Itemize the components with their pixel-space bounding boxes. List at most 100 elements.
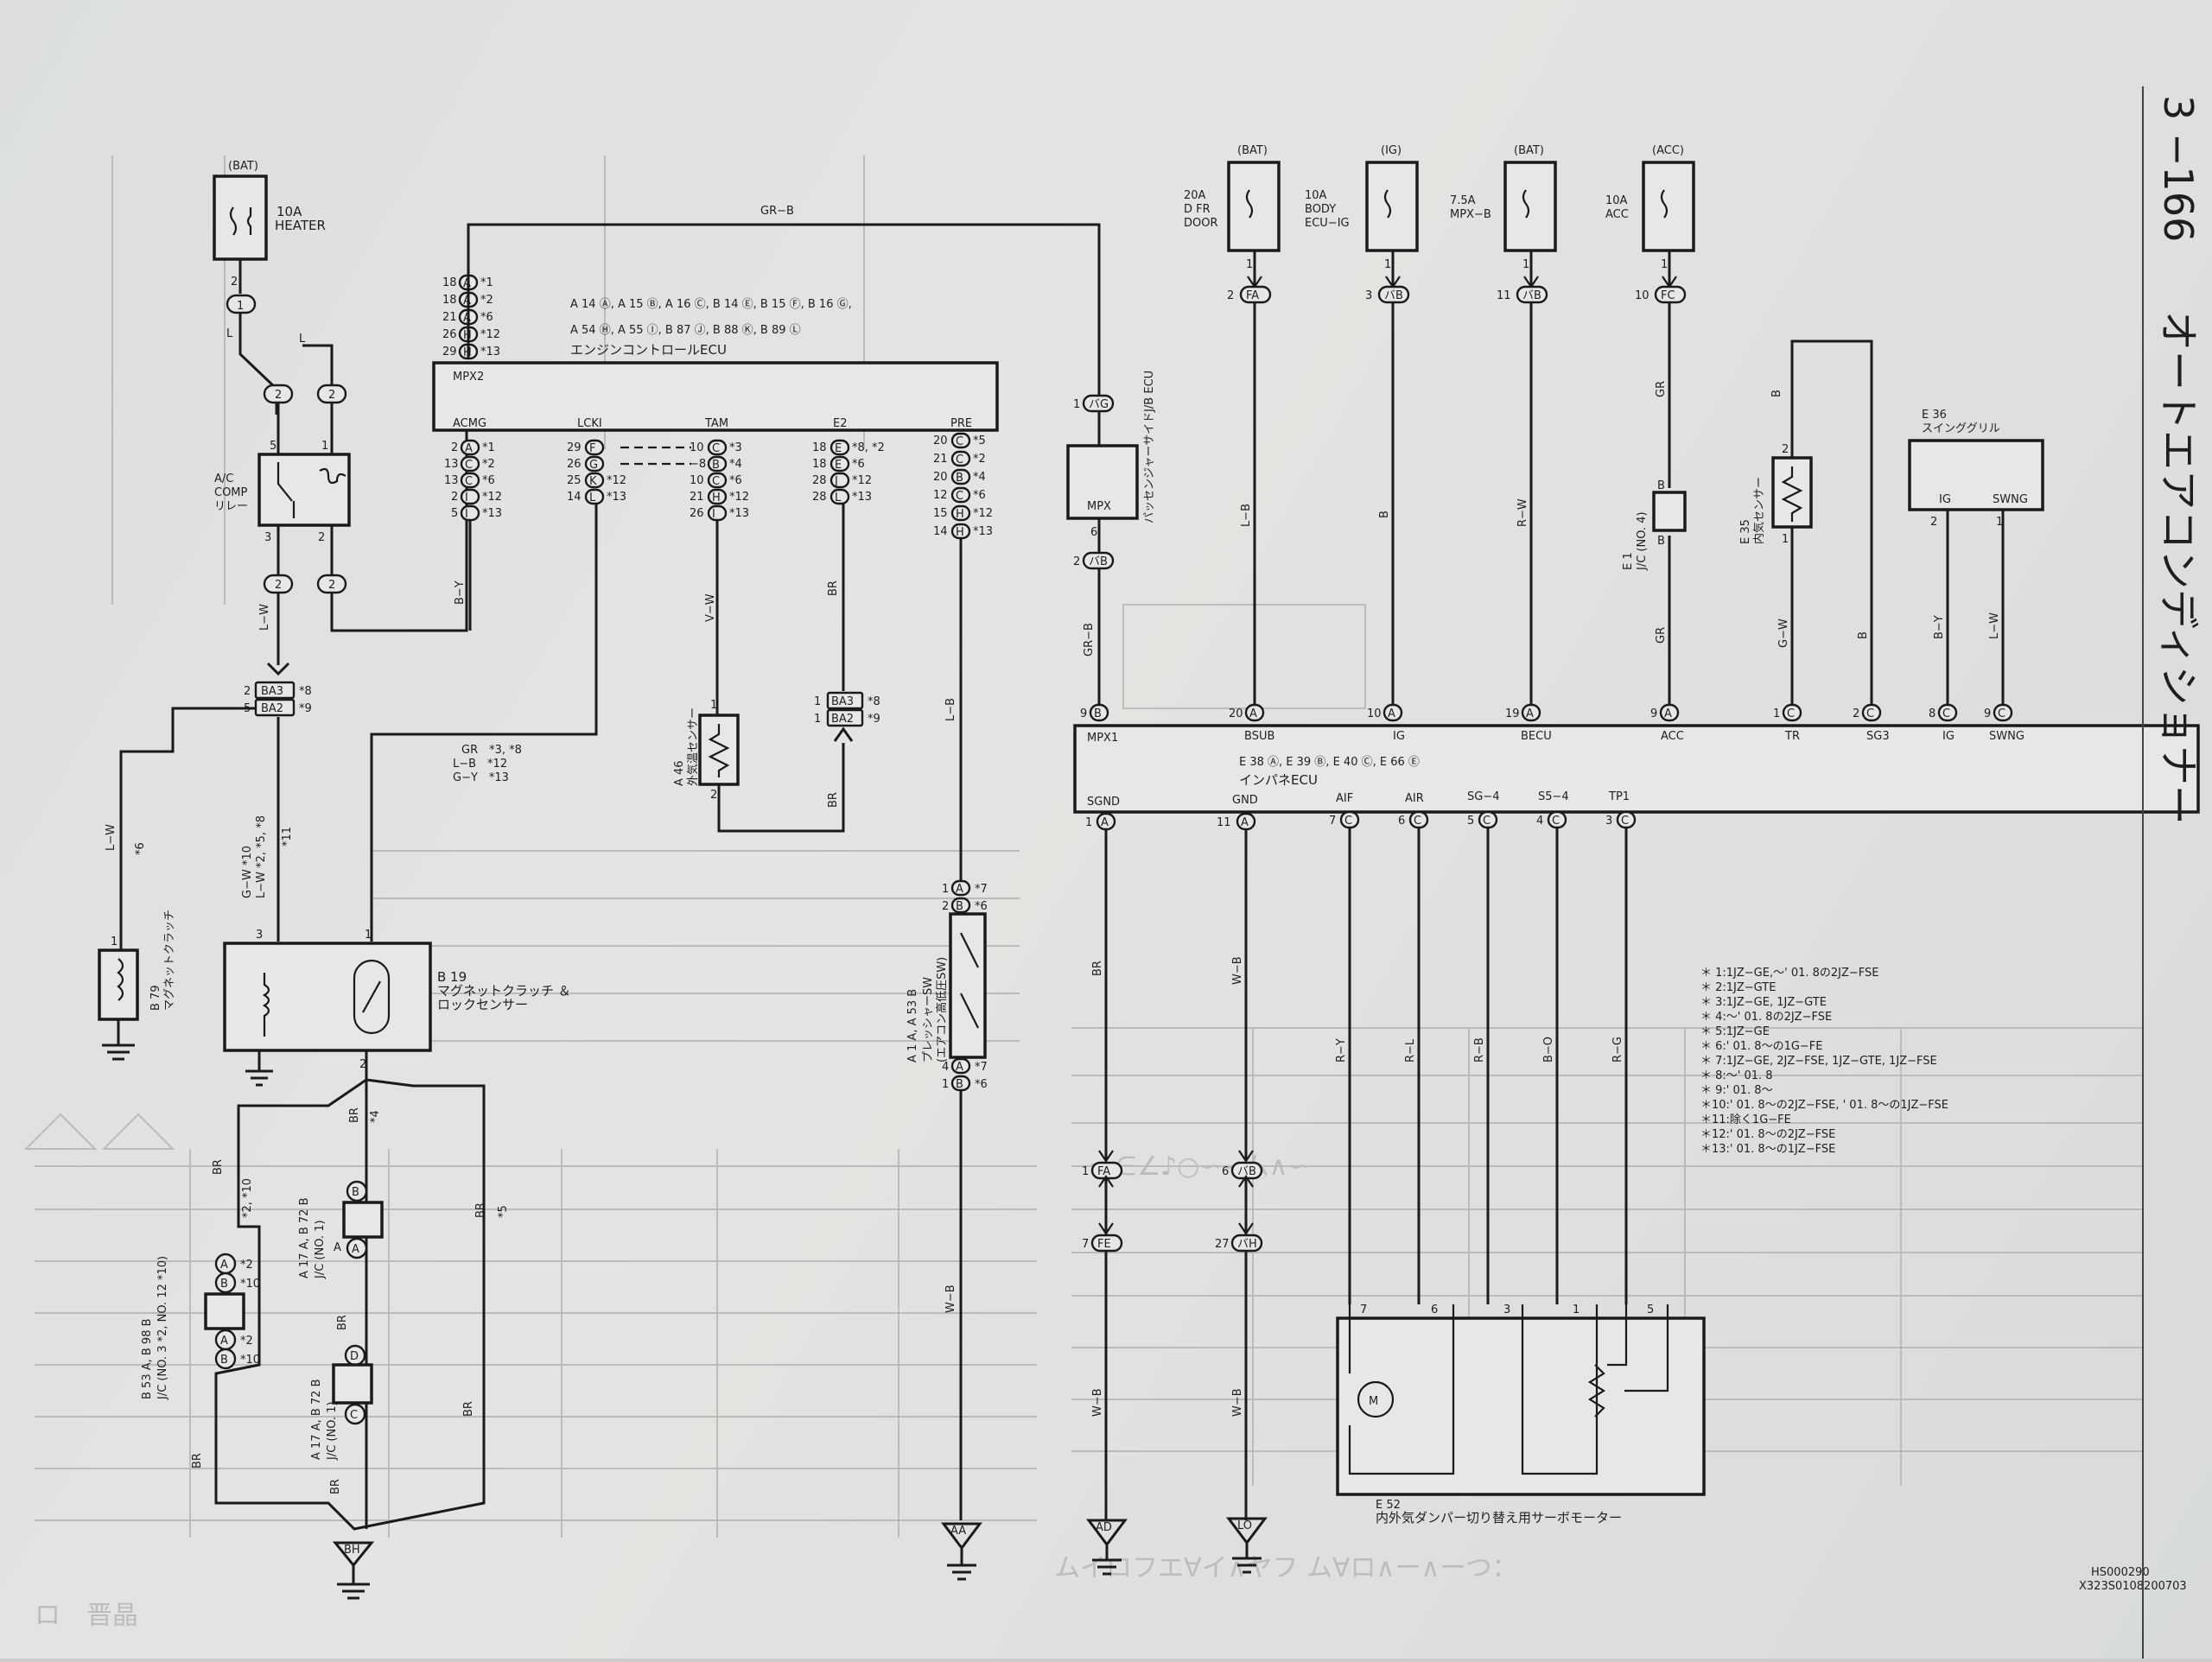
svg-text:BR: BR <box>827 792 840 808</box>
svg-text:7: 7 <box>1082 1238 1089 1251</box>
svg-text:B: B <box>1378 511 1391 518</box>
bconn-ba3: BA3 <box>261 685 283 698</box>
page-section-title: オートエアコンディショナー <box>2155 311 2202 825</box>
svg-text:*4: *4 <box>369 1110 382 1123</box>
svg-text:＊10:' 01. 8〜の2JZ−FSE, ' 01. 8〜: ＊10:' 01. 8〜の2JZ−FSE, ' 01. 8〜の1JZ−FSE <box>1700 1099 1948 1112</box>
ecu-pin-pre: PRE <box>950 417 972 430</box>
svg-text:*8: *8 <box>868 695 880 708</box>
svg-text:M: M <box>1369 1395 1378 1408</box>
svg-text:6: 6 <box>1222 1165 1229 1178</box>
ipecu-pin-tr: TR <box>1784 730 1800 743</box>
svg-text:R−Y: R−Y <box>1335 1038 1348 1063</box>
svg-text:B: B <box>956 472 963 485</box>
svg-text:*6: *6 <box>852 458 865 471</box>
b19-name-2: ロックセンサー <box>437 997 528 1012</box>
svg-text:＊ 4:〜' 01. 8の2JZ−FSE: ＊ 4:〜' 01. 8の2JZ−FSE <box>1700 1011 1832 1024</box>
svg-text:*2: *2 <box>240 1259 253 1272</box>
svg-text:バB: バB <box>1522 289 1541 302</box>
svg-text:A: A <box>1101 816 1109 829</box>
svg-text:バG: バG <box>1089 398 1109 411</box>
ghost-bleed-through: ー∈∠♪○∽∽ム∧∽ ムイロフエ∀イ∧ヤフ ム∀ロ∧ー∧ーつ： ロ 晋晶 <box>23 155 2143 1631</box>
svg-text:C: C <box>1866 707 1874 720</box>
ipecu-connectors: E 38 Ⓐ, E 39 Ⓑ, E 40 Ⓒ, E 66 Ⓔ <box>1239 756 1420 769</box>
svg-text:I: I <box>712 508 715 521</box>
svg-text:29: 29 <box>567 441 582 454</box>
svg-text:*6: *6 <box>480 311 493 324</box>
ecu-pin-lcki: LCKI <box>577 417 602 430</box>
svg-text:*2: *2 <box>240 1335 253 1348</box>
jc1-bot-code: A 17 A, B 72 B <box>310 1379 323 1460</box>
svg-text:W−B: W−B <box>944 1285 957 1313</box>
svg-text:10A: 10A <box>1305 189 1327 202</box>
svg-text:B: B <box>1770 390 1783 397</box>
svg-text:1: 1 <box>814 695 821 708</box>
svg-text:*1: *1 <box>482 441 495 454</box>
ecu-pin-acmg: ACMG <box>453 417 486 430</box>
svg-text:FA: FA <box>1097 1165 1110 1178</box>
svg-text:6: 6 <box>1090 526 1097 539</box>
svg-text:*6: *6 <box>975 900 988 913</box>
engine-ecu-connectors-2: A 54 Ⓗ, A 55 Ⓘ, B 87 Ⓙ, B 88 Ⓚ, B 89 Ⓛ <box>570 324 801 337</box>
svg-text:2: 2 <box>1782 443 1789 456</box>
gr-label-2: G−Y *13 <box>453 771 509 784</box>
svg-text:*12: *12 <box>607 474 626 487</box>
svg-text:DOOR: DOOR <box>1184 217 1218 230</box>
svg-text:R−B: R−B <box>1473 1037 1486 1063</box>
svg-text:3: 3 <box>256 929 263 942</box>
svg-text:L−B: L−B <box>944 698 957 721</box>
svg-text:GR: GR <box>1655 627 1668 644</box>
svg-text:*2: *2 <box>973 453 986 466</box>
relay-label-3: リレー <box>214 500 248 513</box>
jc4-name: J/C (NO. 4) <box>1636 511 1649 571</box>
svg-text:1: 1 <box>814 713 821 726</box>
svg-text:1: 1 <box>1782 533 1789 546</box>
svg-text:＊12:' 01. 8〜の2JZ−FSE: ＊12:' 01. 8〜の2JZ−FSE <box>1700 1128 1835 1141</box>
wire-gr-b-top: GR−B <box>760 205 794 218</box>
svg-text:R−L: R−L <box>1404 1038 1417 1063</box>
engine-notes: ＊ 1:1JZ−GE,〜' 01. 8の2JZ−FSE ＊ 2:1JZ−GTE … <box>1700 967 1948 1156</box>
svg-text:A: A <box>220 1335 228 1348</box>
ipecu-pin-sgnd: SGND <box>1087 796 1120 809</box>
ipecu-pin-acc: ACC <box>1661 730 1684 743</box>
svg-text:*7: *7 <box>975 1061 988 1074</box>
svg-text:FE: FE <box>1097 1238 1111 1251</box>
svg-text:C: C <box>1344 815 1352 828</box>
relay-label-2: COMP <box>214 486 248 499</box>
svg-text:1: 1 <box>1073 398 1080 411</box>
svg-text:＊ 5:1JZ−GE: ＊ 5:1JZ−GE <box>1700 1025 1770 1038</box>
svg-text:F: F <box>589 442 595 455</box>
svg-text:B: B <box>220 1278 228 1291</box>
svg-text:18: 18 <box>812 458 827 471</box>
svg-text:J: J <box>834 475 838 488</box>
svg-text:*5: *5 <box>497 1205 510 1218</box>
passenger-jb-ecu <box>1066 444 1139 520</box>
svg-text:*5: *5 <box>973 435 986 447</box>
ipecu-pin-gnd: GND <box>1232 794 1258 807</box>
svg-text:*2: *2 <box>482 458 495 471</box>
svg-text:*13: *13 <box>480 346 500 358</box>
svg-text:*7: *7 <box>975 883 988 896</box>
svg-text:4: 4 <box>1536 815 1543 828</box>
jc1-top-name: J/C (NO. 1) <box>314 1220 327 1279</box>
pressure-switch-pins: A1*7 B2*6 A4*7 B1*6 <box>942 879 988 1092</box>
wire-lw: L−W *2, *5, *8 <box>255 815 268 898</box>
svg-text:3: 3 <box>1365 289 1372 302</box>
svg-text:21: 21 <box>690 491 704 504</box>
svg-text:19: 19 <box>1505 707 1520 720</box>
svg-text:B: B <box>712 459 720 472</box>
svg-text:＊ 2:1JZ−GTE: ＊ 2:1JZ−GTE <box>1700 981 1776 994</box>
svg-text:C: C <box>712 442 720 455</box>
svg-text:E: E <box>835 442 842 455</box>
svg-text:C: C <box>1483 815 1491 828</box>
svg-text:B: B <box>1857 631 1870 639</box>
a53-name-1: プレッシャーSW <box>922 977 935 1063</box>
page-number: 3 −166 <box>2155 95 2202 242</box>
svg-text:1: 1 <box>1522 258 1529 271</box>
engine-ecu <box>432 361 999 432</box>
svg-text:A: A <box>956 883 963 896</box>
svg-text:2: 2 <box>1227 289 1234 302</box>
swing-grill-e36 <box>1908 439 2044 511</box>
a53-name-2: (エアコン高低圧SW) <box>935 957 949 1063</box>
svg-text:GR: GR <box>1655 381 1668 397</box>
